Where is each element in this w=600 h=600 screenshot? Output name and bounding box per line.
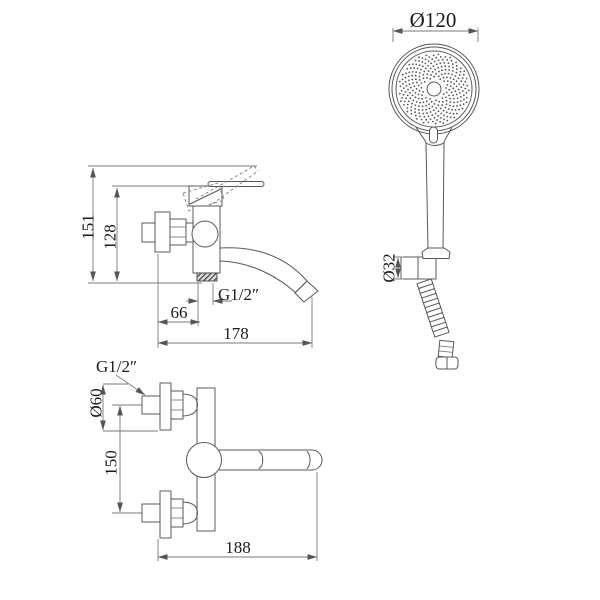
spout-tip	[294, 280, 319, 303]
inlet-dome	[182, 501, 198, 525]
side-view-group: 151 128 G1/2″ 66 178	[79, 165, 319, 348]
wall-pipe	[141, 222, 156, 243]
extension-line	[393, 256, 404, 280]
plan-view-group: G1/2″ Ø60 150 188	[87, 357, 323, 561]
wall-pipe	[141, 503, 161, 523]
lever-handle	[207, 181, 265, 187]
hex-nut	[169, 218, 187, 246]
hose-connector	[437, 339, 455, 359]
hex-nut-facets	[170, 226, 186, 238]
dim-label-body-height: 128	[101, 224, 120, 250]
wall-flange	[154, 211, 171, 253]
hex-nut	[170, 390, 184, 420]
dim-label-d32: Ø32	[380, 253, 399, 282]
spray-nozzle-pattern	[398, 53, 470, 125]
wall-flange	[159, 490, 172, 539]
hand-shower-group: Ø120 Ø32	[380, 8, 480, 370]
threaded-inlet	[196, 272, 218, 282]
spout-bottom-curve	[219, 260, 297, 294]
hex-nut	[170, 498, 184, 528]
hex-nut-facets	[171, 507, 183, 519]
handle-neck-seam	[425, 142, 445, 146]
dim-label-188: 188	[225, 538, 251, 557]
handle-end-flare	[421, 247, 451, 259]
dim-label-overall-height: 151	[79, 214, 98, 240]
wall-pipe	[141, 395, 161, 415]
spout-top-curve	[219, 247, 308, 282]
spout-tip-rim	[294, 281, 307, 294]
valve-boss	[186, 442, 222, 478]
dim-label-178: 178	[223, 324, 249, 343]
dim-label-d120: Ø120	[410, 8, 457, 32]
dim-label-thread-plan: G1/2″	[96, 357, 137, 376]
thread-leader-line	[115, 374, 146, 396]
lever-raised-position	[195, 165, 259, 208]
shower-head-center-cap	[426, 81, 442, 97]
dim-label-66: 66	[171, 303, 188, 322]
valve-boss	[191, 220, 219, 248]
cartridge-edge	[189, 188, 222, 205]
flexible-hose	[416, 278, 450, 338]
dim-label-thread-side: G1/2″	[218, 285, 259, 304]
handle-left-edge	[415, 126, 429, 251]
lever-raised-outline	[182, 182, 225, 212]
hex-nut-facets	[171, 399, 183, 411]
dim-label-150: 150	[102, 450, 121, 476]
handle-right-edge	[442, 126, 453, 251]
hose-connector-bands	[438, 345, 454, 353]
spout-barrel	[206, 449, 323, 471]
diverter-button	[429, 126, 438, 144]
inlet-dome	[182, 393, 198, 417]
wall-flange	[159, 382, 172, 431]
dim-label-d60: Ø60	[87, 388, 106, 417]
spout-segment-lines	[258, 451, 311, 469]
